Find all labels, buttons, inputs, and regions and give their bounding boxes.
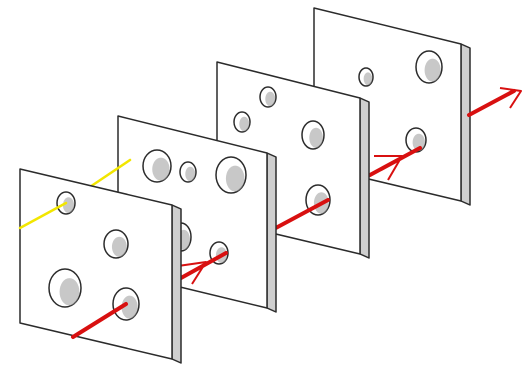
passing-ray-arrowhead-exit — [499, 87, 522, 109]
slice-3-hole-2-shadow — [239, 116, 250, 132]
passing-ray-arrowhead-1 — [177, 261, 207, 285]
blocked-ray-front — [18, 201, 68, 230]
slice-3-hole-3-shadow — [309, 127, 323, 148]
passing-ray-exit — [467, 89, 516, 117]
passing-ray-segment-3 — [368, 146, 422, 177]
slice-1-hole-3-shadow — [59, 278, 80, 306]
slice-1-hole-4-shadow — [121, 295, 138, 319]
slice-4-hole-3-shadow — [412, 133, 425, 152]
slice-2-hole-1-shadow — [152, 157, 170, 181]
passing-ray-segment-2 — [270, 198, 330, 232]
slice-3-hole-1-shadow — [265, 91, 276, 107]
slice-2-hole-2-shadow — [185, 166, 196, 182]
slice-1-hole-1-shadow — [62, 197, 75, 214]
passing-ray-arrowhead-3 — [374, 155, 403, 181]
slice-1-hole-2-shadow — [111, 236, 127, 257]
slice-4-hole-2-shadow — [363, 72, 373, 86]
slice-2-hole-3-shadow — [225, 165, 245, 192]
slice-2-side — [266, 152, 277, 313]
slice-4-hole-1-shadow — [424, 58, 441, 82]
passing-ray-segment-0 — [71, 302, 128, 339]
slice-3-side — [359, 97, 370, 259]
slice-4-side — [460, 43, 471, 206]
slice-1-side — [171, 204, 182, 364]
